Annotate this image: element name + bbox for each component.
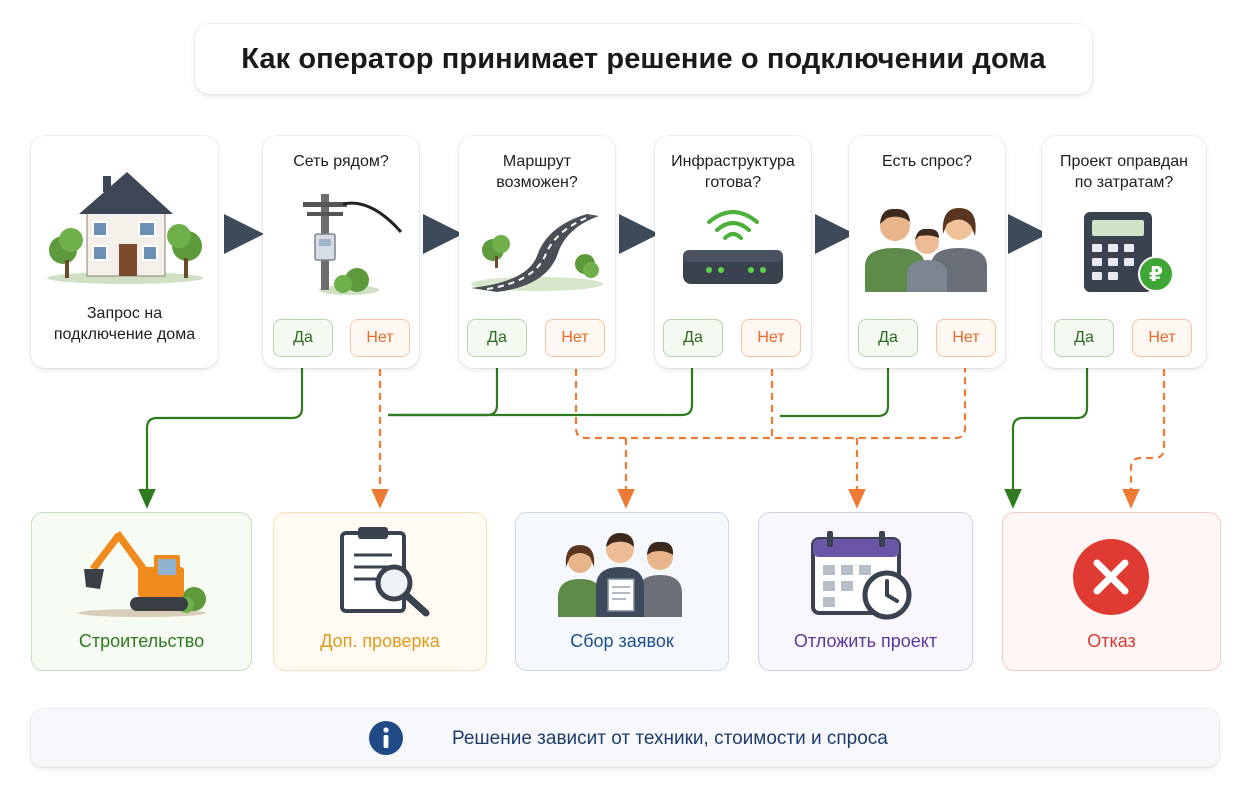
step-label-demand: Есть спрос? xyxy=(882,153,972,170)
house-icon xyxy=(47,172,203,284)
calendar-clock-icon xyxy=(811,531,912,620)
footer-note: Решение зависит от техники, стоимости и … xyxy=(31,709,1219,767)
outcome-label-construction: Строительство xyxy=(78,631,205,651)
step-label-network: Сеть рядом? xyxy=(293,153,389,170)
outcome-reject: Отказ xyxy=(1002,512,1221,671)
step-label-infrastructure: Инфраструктура готова? xyxy=(671,153,795,191)
outcome-label-extra-check: Доп. проверка xyxy=(320,631,440,651)
step-yes-cost: Да xyxy=(1054,319,1114,357)
family-icon xyxy=(865,208,987,292)
step-no-infrastructure: Нет xyxy=(741,319,801,357)
step-no-network: Нет xyxy=(350,319,410,357)
no-connectors xyxy=(371,357,1166,509)
outcome-label-reject: Отказ xyxy=(1087,631,1136,651)
outcome-label-collect-applications: Сбор заявок xyxy=(570,631,674,651)
outcome-construction: Строительство xyxy=(31,512,252,671)
step-yes-route: Да xyxy=(467,319,527,357)
start-card: Запрос на подключение дома xyxy=(31,136,218,368)
info-icon xyxy=(369,721,403,755)
people-applications-icon xyxy=(558,533,682,617)
step-card-infrastructure: Инфраструктура готова? Да Нет xyxy=(655,136,811,368)
reject-icon xyxy=(1073,539,1149,615)
footer-text: Решение зависит от техники, стоимости и … xyxy=(452,728,888,749)
step-label-route: Маршрут возможен? xyxy=(496,153,578,191)
calculator-ruble-icon: ₽ xyxy=(1084,212,1174,292)
router-icon xyxy=(683,210,783,284)
step-card-demand: Есть спрос? Да Нет xyxy=(849,136,1005,368)
road-icon xyxy=(471,214,603,292)
svg-text:₽: ₽ xyxy=(1149,262,1163,286)
step-card-cost: Проект оправдан по затратам? ₽ Да Нет xyxy=(1042,136,1206,368)
step-card-route: Маршрут возможен? Да Нет xyxy=(459,136,615,368)
step-no-route: Нет xyxy=(545,319,605,357)
title-card: Как оператор принимает решение о подключ… xyxy=(195,24,1092,94)
step-no-cost: Нет xyxy=(1132,319,1192,357)
step-card-network: Сеть рядом? Да Нет xyxy=(263,136,419,368)
step-yes-network: Да xyxy=(273,319,333,357)
outcome-postpone: Отложить проект xyxy=(758,512,973,671)
outcome-collect-applications: Сбор заявок xyxy=(515,512,729,671)
page-title: Как оператор принимает решение о подключ… xyxy=(241,42,1046,75)
yes-connectors xyxy=(138,357,1089,509)
outcome-label-postpone: Отложить проект xyxy=(793,631,938,651)
excavator-icon xyxy=(78,531,206,617)
step-yes-demand: Да xyxy=(858,319,918,357)
clipboard-search-icon xyxy=(340,527,430,617)
start-label: Запрос на подключение дома xyxy=(53,305,196,343)
step-no-demand: Нет xyxy=(936,319,996,357)
utility-pole-icon xyxy=(303,194,403,295)
step-yes-infrastructure: Да xyxy=(663,319,723,357)
outcome-extra-check: Доп. проверка xyxy=(273,512,487,671)
step-label-cost: Проект оправдан по затратам? xyxy=(1060,153,1188,191)
